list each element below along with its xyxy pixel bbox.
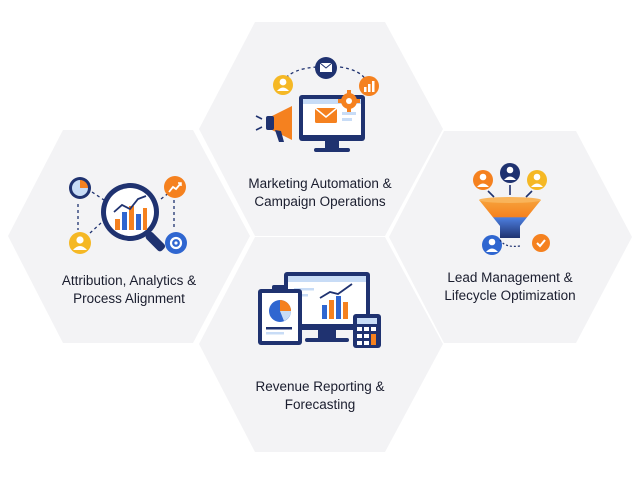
label-line: Process Alignment (73, 291, 185, 306)
label-attribution-analytics: Attribution, Analytics & Process Alignme… (28, 272, 230, 308)
report-dashboard-icon (258, 272, 381, 348)
label-line: Campaign Operations (254, 194, 386, 209)
label-revenue-reporting: Revenue Reporting & Forecasting (219, 378, 421, 414)
label-line: Lifecycle Optimization (444, 288, 576, 303)
funnel-icon (473, 163, 550, 255)
label-line: Revenue Reporting & (255, 379, 385, 394)
label-marketing-automation: Marketing Automation & Campaign Operatio… (219, 175, 421, 211)
magnifier-chart-icon (69, 176, 187, 254)
label-line: Forecasting (284, 397, 356, 412)
megaphone-monitor-icon (255, 57, 379, 152)
label-lead-management: Lead Management & Lifecycle Optimization (409, 269, 611, 305)
label-line: Lead Management & (447, 270, 573, 285)
label-line: Marketing Automation & (248, 176, 392, 191)
label-line: Attribution, Analytics & (61, 273, 197, 288)
